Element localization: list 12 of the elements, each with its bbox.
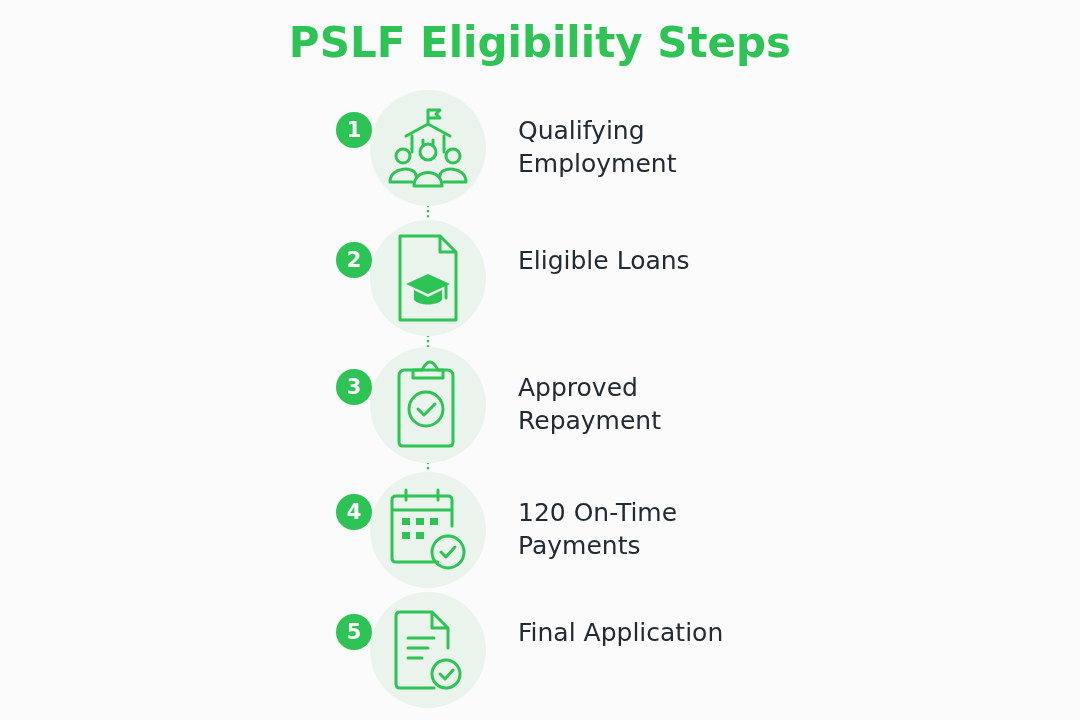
step-label: Qualifying Employment — [518, 115, 678, 180]
step-number-badge: 5 — [336, 614, 372, 650]
step-label: 120 On-Time Payments — [518, 497, 679, 562]
step-number-badge: 2 — [336, 242, 372, 278]
connector-line — [426, 334, 430, 349]
step-label: Eligible Loans — [518, 245, 691, 277]
step-label: Approved Repayment — [518, 372, 662, 437]
step-number-badge: 3 — [336, 369, 372, 405]
step-label: Final Application — [518, 617, 725, 649]
title: PSLF Eligibility Steps — [287, 18, 793, 67]
step-number-badge: 1 — [336, 112, 372, 148]
step-number-badge: 4 — [336, 494, 372, 530]
